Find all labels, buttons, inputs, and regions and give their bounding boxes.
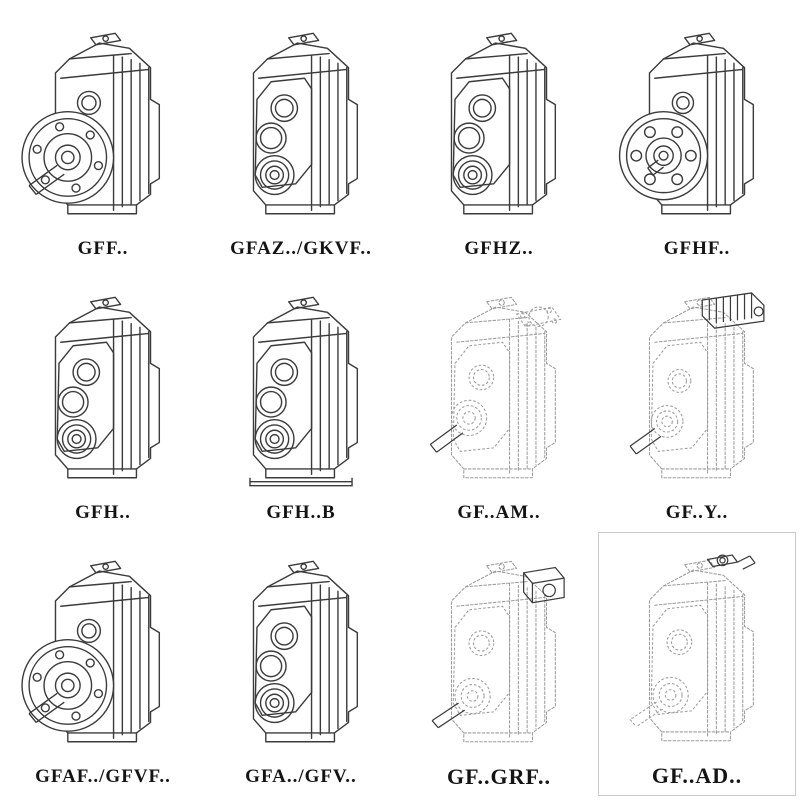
gearbox-drawing [15,546,191,758]
gearbox-line-art-icon [253,33,357,213]
gearbox-line-art-icon [430,297,560,477]
gearbox-line-art-icon [432,561,564,741]
gearbox-line-art-icon [250,297,357,485]
model-label: GFF.. [77,238,129,259]
gearbox-drawing [411,282,587,494]
gearbox-drawing [609,18,785,230]
catalog-cell-gf-am: GF..AM.. [400,268,598,532]
gearbox-line-art-icon [620,33,754,213]
catalog-cell-gf-y: GF..Y.. [598,268,796,532]
gearbox-drawing [15,282,191,494]
model-label: GFH..B [266,502,336,523]
gearbox-drawing [213,18,389,230]
gearbox-line-art-icon [451,33,555,213]
model-label: GF..AM.. [457,502,541,523]
gearbox-line-art-icon [253,561,357,741]
gearbox-drawing [213,546,389,758]
model-label: GFAF../GFVF.. [35,766,171,787]
gearbox-drawing [411,546,587,758]
catalog-cell-gfaf-gfvf: GFAF../GFVF.. [4,532,202,796]
gearbox-drawing [411,18,587,230]
gearbox-drawing [213,282,389,494]
catalog-cell-gfa-gfv: GFA../GFV.. [202,532,400,796]
model-label: GFA../GFV.. [245,766,357,787]
model-label: GFH.. [75,502,131,523]
gearbox-line-art-icon [22,561,159,741]
catalog-cell-gfh: GFH.. [4,268,202,532]
model-label: GF..GRF.. [447,764,551,789]
catalog-cell-gfhf: GFHF.. [598,4,796,268]
catalog-cell-gf-ad: GF..AD.. [598,532,796,796]
model-label: GFAZ../GKVF.. [230,238,372,259]
catalog-cell-gfaz-gkvf: GFAZ../GKVF.. [202,4,400,268]
model-label: GF..Y.. [665,502,729,523]
model-label: GF..AD.. [651,763,743,788]
model-label: GFHF.. [663,238,731,259]
gearbox-drawing [609,282,785,494]
gearbox-drawing [15,18,191,230]
gearbox-drawing [609,545,785,757]
catalog-cell-gfh-b: GFH..B [202,268,400,532]
catalog-cell-gf-grf: GF..GRF.. [400,532,598,796]
gearbox-line-art-icon [22,33,159,213]
model-label: GFHZ.. [464,238,534,259]
catalog-cell-gff: GFF.. [4,4,202,268]
catalog-cell-gfhz: GFHZ.. [400,4,598,268]
gearbox-line-art-icon [630,555,755,741]
gearbox-line-art-icon [630,293,764,478]
gearbox-line-art-icon [55,297,159,477]
